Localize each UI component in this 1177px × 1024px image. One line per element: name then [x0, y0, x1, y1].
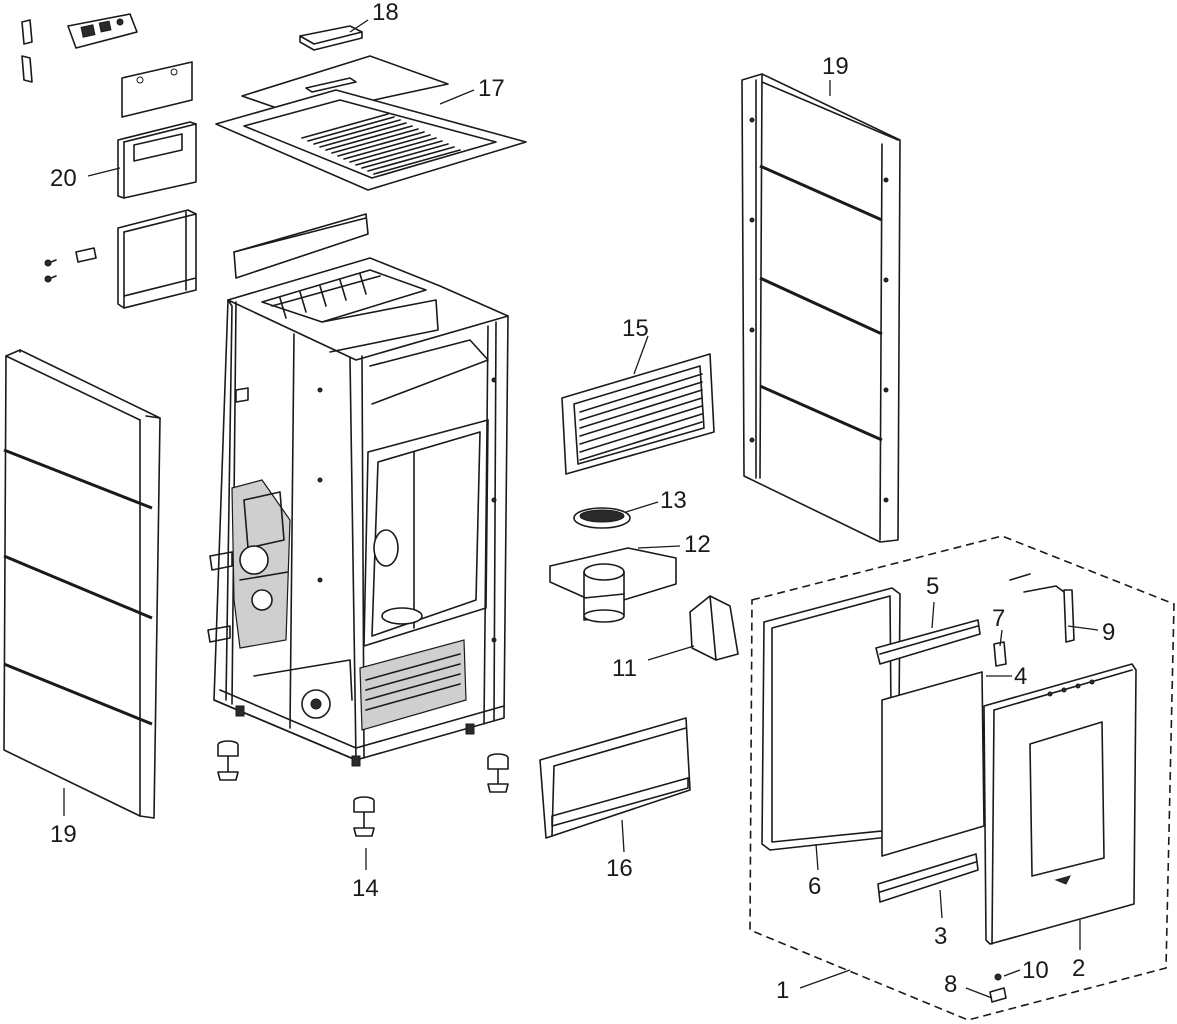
screws — [44, 247, 97, 283]
part-17-top-cover — [215, 55, 527, 191]
label-20: 20 — [50, 165, 77, 192]
label-5: 5 — [926, 573, 939, 600]
label-12: 12 — [684, 531, 711, 558]
label-6: 6 — [808, 873, 821, 900]
label-4: 4 — [1014, 663, 1027, 690]
label-13: 13 — [660, 487, 687, 514]
label-3: 3 — [934, 923, 947, 950]
label-7: 7 — [992, 605, 1005, 632]
part-6-door-gasket-frame — [761, 587, 901, 851]
label-8: 8 — [944, 971, 957, 998]
label-14: 14 — [352, 875, 379, 902]
part-labels: 18 17 20 19 15 13 12 11 14 16 19 5 7 4 9… — [50, 0, 1115, 1004]
clip-parts — [21, 19, 33, 83]
part-2-door-front — [983, 663, 1137, 945]
leveling-feet — [217, 740, 509, 837]
panel-plate — [121, 61, 193, 118]
label-16: 16 — [606, 855, 633, 882]
left-side-panel — [3, 349, 161, 819]
door-assembly-region — [749, 535, 1175, 1021]
label-17: 17 — [478, 75, 505, 102]
part-10-screw — [994, 973, 1002, 981]
part-3-bottom-hinge-bar — [877, 853, 979, 903]
label-2: 2 — [1072, 955, 1085, 982]
label-10: 10 — [1022, 957, 1049, 984]
part-20-bracket-box — [117, 121, 197, 199]
mounting-frame — [117, 209, 197, 309]
label-19-right: 19 — [822, 53, 849, 80]
control-panel-display — [67, 13, 138, 49]
part-15-grille — [561, 353, 715, 475]
part-8-lower-latch — [989, 987, 1007, 1003]
label-11: 11 — [612, 655, 637, 682]
label-9: 9 — [1102, 619, 1115, 646]
label-19-left: 19 — [50, 821, 77, 848]
part-16-bottom-panel — [539, 717, 691, 839]
part-11-side-bracket — [689, 595, 739, 661]
leader-lines — [63, 19, 1099, 999]
top-rail — [233, 213, 369, 279]
label-1: 1 — [776, 977, 789, 1004]
part-4-door-glass — [881, 671, 985, 857]
part-13-round-grate — [573, 507, 631, 529]
stove-body-frame — [207, 257, 509, 767]
label-15: 15 — [622, 315, 649, 342]
part-5-top-hinge-bar — [875, 619, 981, 665]
part-12-burn-pot — [549, 547, 677, 623]
label-18: 18 — [372, 0, 399, 26]
right-side-panel — [741, 73, 901, 543]
part-9-door-handle — [1009, 573, 1075, 643]
part-18-top-handle — [299, 25, 363, 51]
